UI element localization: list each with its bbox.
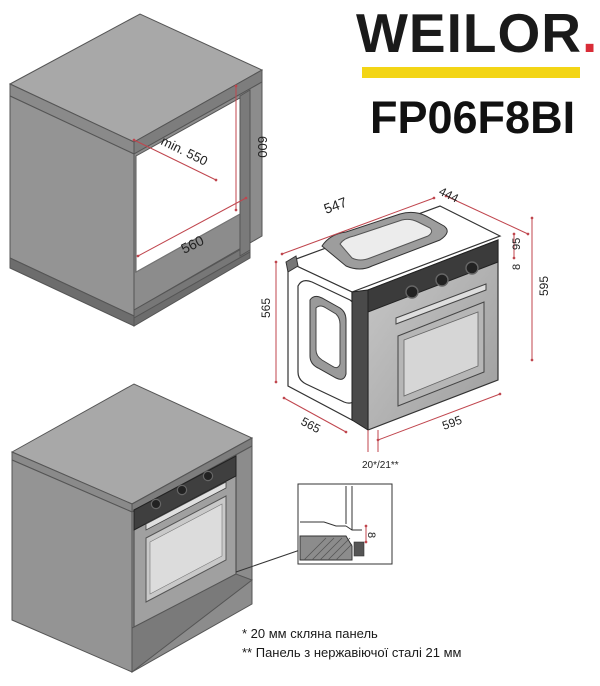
oven-drawing xyxy=(285,205,502,431)
knob-icon xyxy=(465,261,479,275)
brand-logo: WEILOR. xyxy=(356,6,598,61)
width-bottom-label: 595 xyxy=(440,413,464,433)
width-top-line xyxy=(444,194,530,236)
detail-leader xyxy=(235,549,301,573)
min-depth-line xyxy=(132,138,218,182)
detail-gap-label: 8 xyxy=(365,532,377,538)
brand-accent-bar xyxy=(362,67,580,78)
model-title: FP06F8BI xyxy=(370,92,576,143)
oven-dimensions xyxy=(274,194,534,452)
width-top-label: 444 xyxy=(437,184,461,206)
depth-bottom-line xyxy=(282,396,348,434)
oven-knobs xyxy=(405,261,479,299)
note-glass: * 20 мм скляна панель xyxy=(242,626,378,641)
width-bottom-line xyxy=(376,392,502,442)
brand-name: WEILOR xyxy=(356,2,582,64)
width-line xyxy=(136,196,248,258)
note-steel: ** Панель з нержавіючої сталі 21 мм xyxy=(242,645,462,660)
depth-top-label: 547 xyxy=(322,194,350,217)
brand-dot: . xyxy=(581,2,599,64)
installed-cabinet xyxy=(10,383,254,674)
knob-icon xyxy=(435,273,449,287)
knob-icon xyxy=(150,498,162,510)
knob-icon xyxy=(405,285,419,299)
detail-box: 8 xyxy=(297,483,393,565)
strip-label-b: 95 xyxy=(511,238,523,250)
panel-label: 20*/21** xyxy=(362,460,399,471)
height-front-label: 595 xyxy=(537,276,551,296)
height-side-label: 565 xyxy=(259,298,273,318)
knob-icon xyxy=(202,470,214,482)
strip-label-a: 8 xyxy=(511,264,523,270)
niche-cabinet xyxy=(8,13,264,327)
depth-top-line xyxy=(280,196,436,256)
knob-icon xyxy=(176,484,188,496)
niche-height-label: 600 xyxy=(255,136,270,158)
